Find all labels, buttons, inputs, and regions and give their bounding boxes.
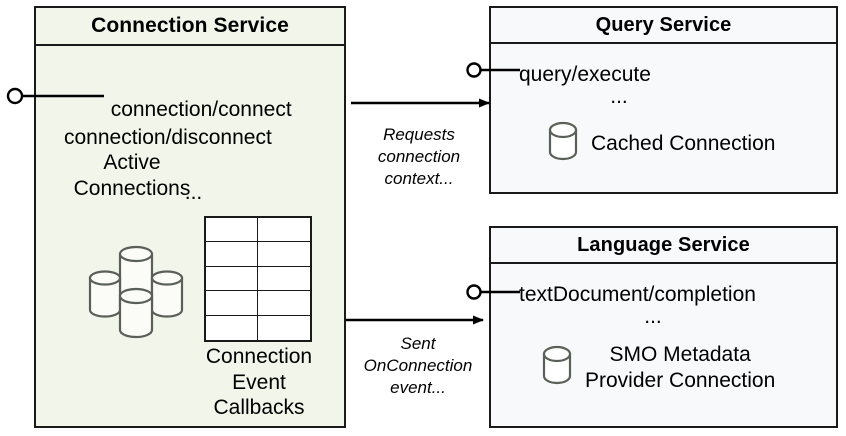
table-grid-icon (204, 216, 312, 342)
table-cell (258, 266, 310, 292)
database-cluster-icon (84, 240, 196, 344)
table-cell (206, 266, 258, 292)
language-service-title: Language Service (491, 228, 836, 264)
table-cell (258, 218, 310, 243)
database-cylinder-icon (541, 344, 573, 391)
component-language-service[interactable]: Language Service textDocument/completion… (489, 226, 838, 428)
table-cell (258, 315, 310, 340)
language-service-api-ellipsis: ... (644, 305, 662, 328)
query-service-api-ellipsis: ... (610, 85, 628, 108)
language-service-body: textDocument/completion ... SMO Metadata… (491, 264, 836, 426)
query-service-db-label: Cached Connection (591, 131, 776, 155)
query-service-api-line: query/execute (519, 63, 651, 86)
query-service-body: query/execute ... Cached Connection (491, 44, 836, 192)
query-service-title: Query Service (491, 8, 836, 44)
component-query-service[interactable]: Query Service query/execute ... Cached C… (489, 6, 838, 194)
table-cell (206, 242, 258, 267)
database-cylinder-icon (547, 120, 579, 167)
language-service-api-line: textDocument/completion (519, 283, 756, 306)
connection-service-api-ellipsis: ... (184, 181, 203, 205)
table-cell (206, 315, 258, 340)
table-cell (258, 242, 310, 267)
table-cell (206, 218, 258, 243)
table-cell (258, 291, 310, 316)
table-cell (206, 291, 258, 316)
query-service-db-row: Cached Connection (547, 120, 775, 167)
connection-service-title: Connection Service (36, 8, 344, 46)
